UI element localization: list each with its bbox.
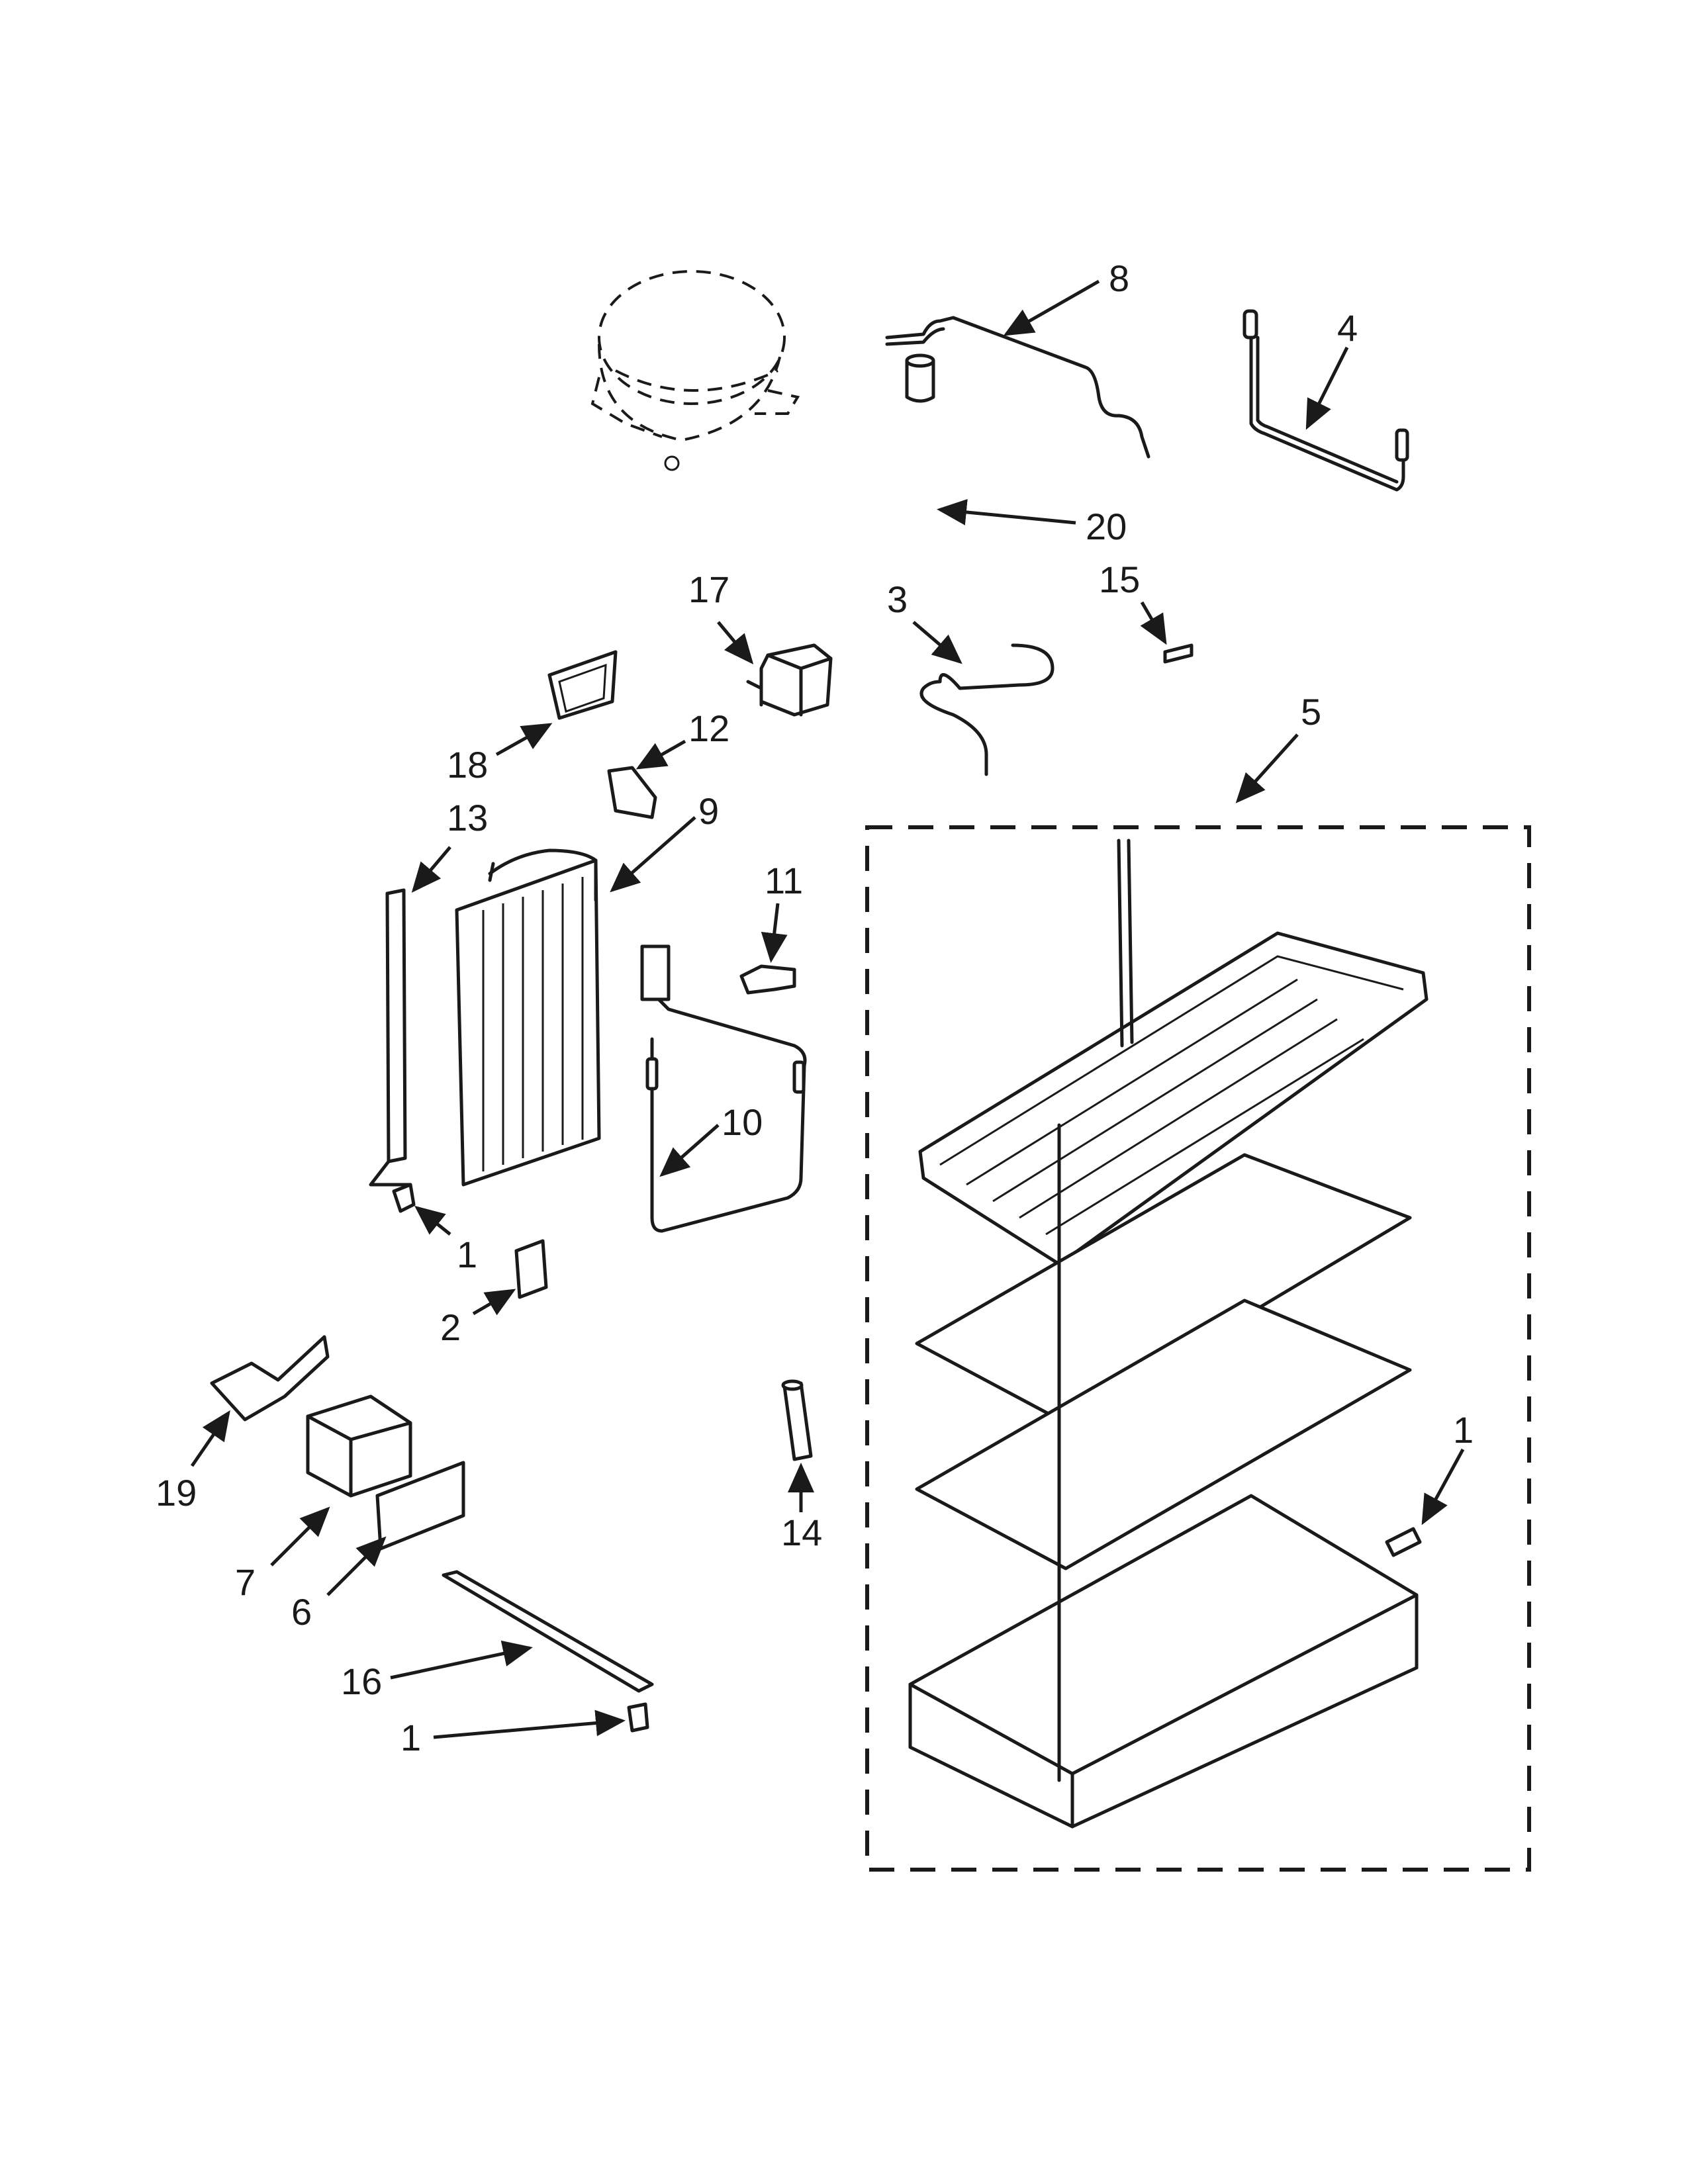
arrow-10 xyxy=(659,1124,720,1177)
drain-pan-assembly-5 xyxy=(865,825,1531,1872)
box-part-7 xyxy=(306,1394,412,1498)
bracket-part-2 xyxy=(514,1239,548,1299)
callout-15: 15 xyxy=(1099,559,1140,600)
strip-part-13 xyxy=(369,888,412,1187)
plate-part-12 xyxy=(607,766,657,819)
arrow-13 xyxy=(411,846,451,893)
callout-16: 16 xyxy=(341,1661,382,1702)
callout-19: 19 xyxy=(156,1472,197,1514)
clip-part-11 xyxy=(739,964,796,995)
arrow-12 xyxy=(635,739,686,770)
arrow-17 xyxy=(717,621,754,664)
arrow-19 xyxy=(190,1410,230,1467)
tube-part-4 xyxy=(1243,309,1409,492)
compressor-part xyxy=(590,270,800,471)
arrow-1c xyxy=(433,1709,626,1739)
callout-20: 20 xyxy=(1086,506,1127,547)
callout-11: 11 xyxy=(765,860,803,901)
callout-12: 12 xyxy=(688,707,729,749)
arrow-7 xyxy=(270,1506,330,1567)
arrow-18 xyxy=(495,723,553,756)
screw-part-1a xyxy=(392,1183,416,1213)
tube-part-8 xyxy=(885,316,1150,459)
callout-9: 9 xyxy=(698,790,719,832)
filter-part-18 xyxy=(547,650,618,720)
arrow-9 xyxy=(610,816,696,893)
callout-18: 18 xyxy=(447,744,488,786)
cylinder-part-20 xyxy=(905,353,935,403)
callout-2: 2 xyxy=(440,1306,461,1348)
clip-part-15 xyxy=(1163,643,1194,664)
arrow-1a xyxy=(414,1205,451,1236)
arrow-20 xyxy=(937,498,1076,525)
callout-10: 10 xyxy=(722,1101,763,1143)
callout-5: 5 xyxy=(1301,691,1321,733)
arrow-16 xyxy=(390,1640,533,1680)
cover-part-19 xyxy=(210,1335,330,1422)
arrow-5 xyxy=(1235,733,1299,803)
tube-part-3 xyxy=(919,643,1055,776)
arrow-15 xyxy=(1140,601,1167,645)
callout-arrows xyxy=(190,279,1465,1739)
callout-17: 17 xyxy=(688,569,729,610)
callout-1c: 1 xyxy=(400,1717,421,1758)
callout-4: 4 xyxy=(1337,307,1358,349)
arrow-11 xyxy=(761,903,788,963)
callout-1b: 1 xyxy=(1453,1409,1474,1451)
callout-labels: 8 4 20 17 3 15 5 12 18 13 9 11 10 1 2 19… xyxy=(156,257,1474,1758)
screw-part-1c xyxy=(627,1702,649,1733)
plate-part-6 xyxy=(375,1461,465,1551)
callout-13: 13 xyxy=(447,797,488,839)
rail-part-16 xyxy=(442,1570,654,1693)
evaporator-part-9 xyxy=(455,848,601,1187)
callout-3: 3 xyxy=(887,578,908,620)
arrow-2 xyxy=(472,1289,516,1316)
arrow-6 xyxy=(326,1536,387,1596)
bracket-part-17 xyxy=(746,643,833,717)
callout-14: 14 xyxy=(781,1512,822,1553)
callout-6: 6 xyxy=(291,1591,312,1633)
rod-part-14 xyxy=(781,1379,813,1461)
callout-1a: 1 xyxy=(457,1234,477,1275)
callout-8: 8 xyxy=(1109,257,1129,299)
arrow-3 xyxy=(912,621,962,664)
arrow-1b xyxy=(1421,1448,1465,1525)
callout-7: 7 xyxy=(235,1561,256,1603)
arrow-4 xyxy=(1305,346,1349,430)
harness-part-10 xyxy=(640,944,807,1233)
arrow-8 xyxy=(1003,279,1100,336)
